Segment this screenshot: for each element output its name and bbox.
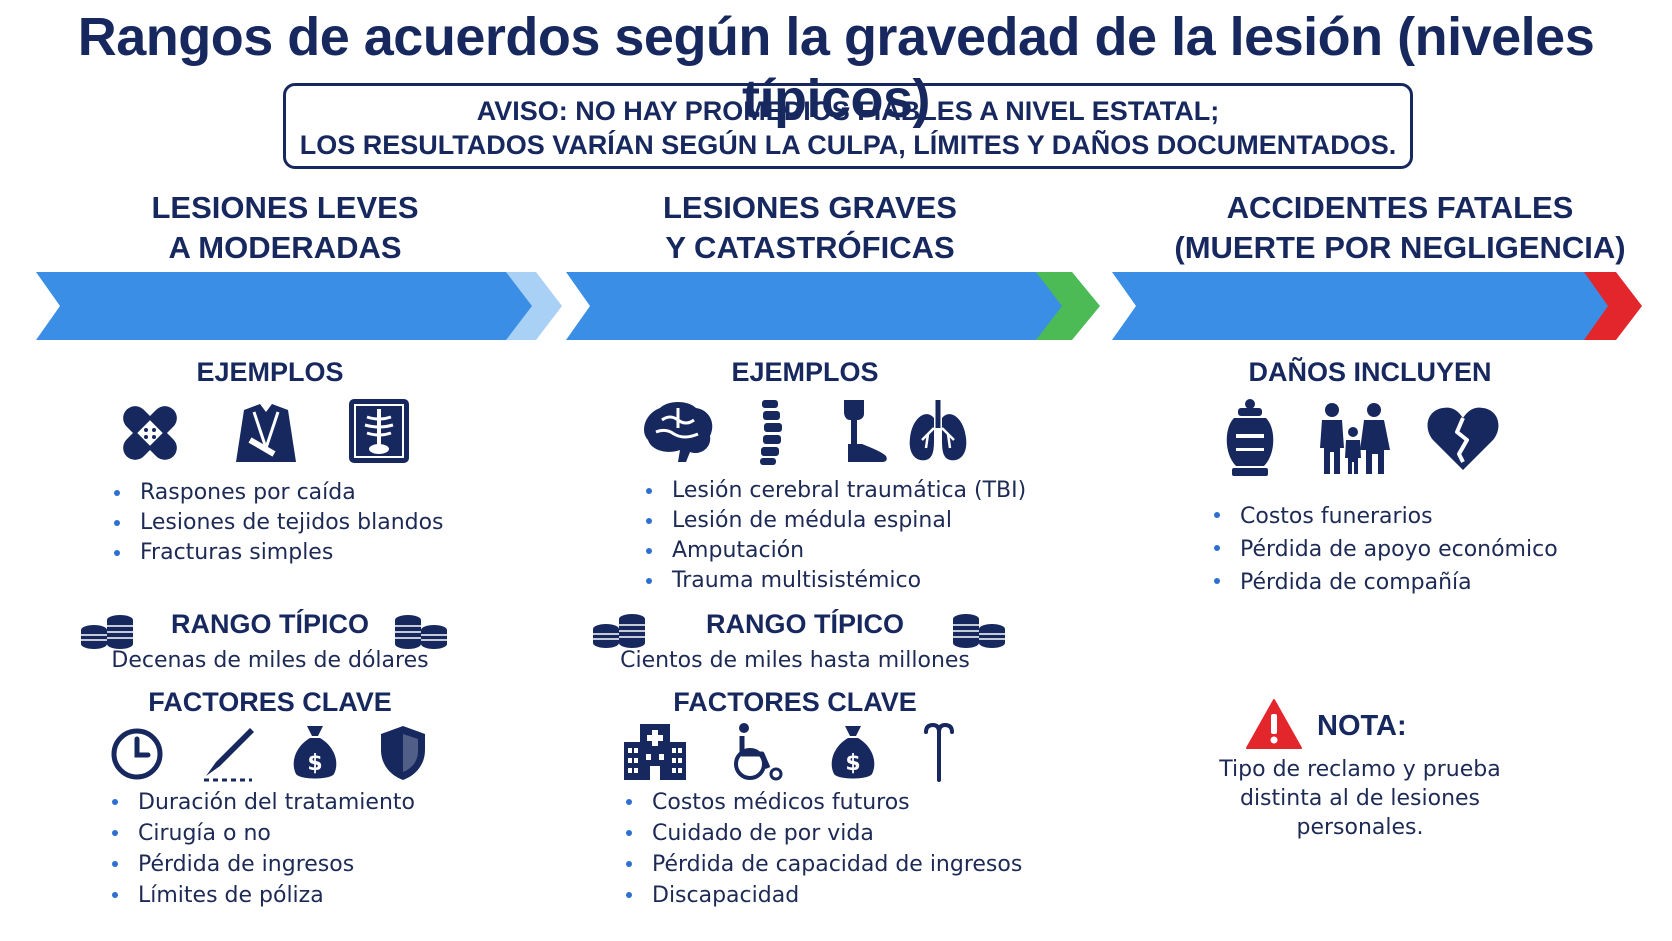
note-text: Tipo de reclamo y prueba distinta al de … [1210,755,1510,842]
factors-list-mild: Duración del tratamiento Cirugía o no Pé… [108,787,415,911]
coins-icon [395,615,447,649]
bandage-icon [123,406,177,460]
prosthetic-leg-icon [844,400,887,462]
brain-icon [644,402,713,462]
money-bag-icon: $ [831,726,875,779]
notice-line-2: LOS RESULTADOS VARÍAN SEGÚN LA CULPA, LÍ… [299,130,1397,160]
factors-label-mild: FACTORES CLAVE [148,687,392,717]
range-label-severe: RANGO TÍPICO [705,609,904,639]
clock-icon [111,728,163,780]
severity-arrow-band [36,272,1642,340]
scalpel-icon [204,728,254,782]
arm-sling-icon [236,404,296,462]
list-item: Raspones por caída [110,478,444,508]
examples-label-severe: EJEMPLOS [731,357,879,387]
note-line-1: Tipo de reclamo y prueba [1219,757,1501,782]
wheelchair-icon [734,723,783,781]
note-line-3: personales. [1296,815,1424,840]
note-line-2: distinta al de lesiones [1239,786,1481,811]
broken-heart-icon [1427,407,1499,470]
arrow-segment-mild [36,272,536,340]
factors-list-severe: Costos médicos futuros Cuidado de por vi… [622,787,1022,911]
column-heading-severe-line1: LESIONES GRAVES [663,190,957,225]
column-heading-mild: LESIONES LEVES A MODERADAS [55,188,515,268]
list-item: Costos médicos futuros [622,787,1022,818]
shield-icon [381,726,425,780]
examples-list-mild: Raspones por caída Lesiones de tejidos b… [110,478,444,568]
column-heading-mild-line1: LESIONES LEVES [151,190,419,225]
damages-label-fatal: DAÑOS INCLUYEN [1248,357,1492,387]
note-label: NOTA: [1317,710,1407,742]
column-heading-severe: LESIONES GRAVES Y CATASTRÓFICAS [580,188,1040,268]
notice-box: AVISO: NO HAY PROMEDIOS FIABLES A NIVEL … [283,83,1413,169]
list-item: Límites de póliza [108,880,415,911]
list-item: Fracturas simples [110,538,444,568]
xray-icon [349,399,409,463]
list-item: Trauma multisistémico [642,566,1026,596]
arrow-chevron-light [506,272,562,340]
arrow-segment-fatal [1112,272,1612,340]
cane-icon [924,722,954,782]
list-item: Discapacidad [622,880,1022,911]
page-title: Rangos de acuerdos según la gravedad de … [77,7,1595,129]
factors-label-severe: FACTORES CLAVE [673,687,917,717]
spine-icon [760,400,782,465]
list-item: Lesiones de tejidos blandos [110,508,444,538]
damages-list-fatal: Costos funerarios Pérdida de apoyo econó… [1210,500,1558,599]
arrow-chevron-red [1584,272,1642,340]
coins-icon [593,614,645,648]
list-item: Amputación [642,536,1026,566]
arrow-chevron-green [1036,272,1100,340]
list-item: Cuidado de por vida [622,818,1022,849]
column-heading-fatal-line2: (MUERTE POR NEGLIGENCIA) [1174,230,1626,265]
column-heading-fatal: ACCIDENTES FATALES (MUERTE POR NEGLIGENC… [1150,188,1650,268]
svg-text:$: $ [307,751,322,776]
urn-icon [1226,399,1274,476]
list-item: Pérdida de compañía [1210,566,1558,599]
range-label-mild: RANGO TÍPICO [170,609,369,639]
column-heading-severe-line2: Y CATASTRÓFICAS [665,230,955,265]
arrow-segment-severe [566,272,1064,340]
range-value-mild: Decenas de miles de dólares [111,648,429,673]
range-value-severe: Cientos de miles hasta millones [620,648,970,673]
column-heading-fatal-line1: ACCIDENTES FATALES [1226,190,1574,225]
list-item: Lesión cerebral traumática (TBI) [642,476,1026,506]
list-item: Duración del tratamiento [108,787,415,818]
list-item: Costos funerarios [1210,500,1558,533]
examples-label-mild: EJEMPLOS [196,357,344,387]
list-item: Lesión de médula espinal [642,506,1026,536]
notice-line-1: AVISO: NO HAY PROMEDIOS FIABLES A NIVEL … [476,96,1220,126]
family-icon [1320,403,1390,474]
list-item: Pérdida de ingresos [108,849,415,880]
list-item: Pérdida de apoyo económico [1210,533,1558,566]
list-item: Cirugía o no [108,818,415,849]
coins-icon [81,615,133,649]
coins-icon [953,614,1005,648]
list-item: Pérdida de capacidad de ingresos [622,849,1022,880]
examples-list-severe: Lesión cerebral traumática (TBI) Lesión … [642,476,1026,596]
svg-text:$: $ [845,751,860,776]
money-bag-icon: $ [293,726,337,779]
hospital-icon [624,724,686,780]
lungs-icon [909,400,967,461]
warning-icon [1246,699,1302,749]
column-heading-mild-line2: A MODERADAS [168,230,402,265]
